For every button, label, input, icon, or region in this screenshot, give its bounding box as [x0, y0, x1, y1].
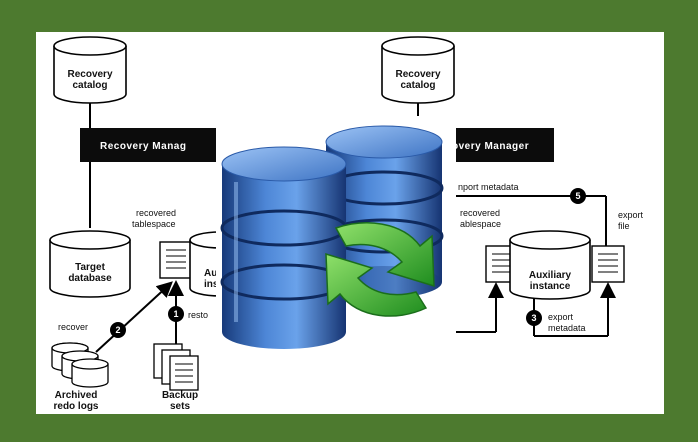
export-file-label-1: export — [618, 210, 644, 220]
sync-arrows-icon — [325, 222, 435, 317]
left-recovered-tablespace-file-icon — [159, 241, 193, 279]
backup-label-1: Backup — [162, 390, 198, 401]
right-recovery-manager-bar — [440, 128, 554, 162]
left-recovery-catalog-cylinder: Recovery catalog — [53, 36, 127, 104]
recover-arrow — [95, 281, 173, 353]
step-5-badge — [570, 188, 586, 204]
right-recovery-catalog-label-1: Recovery — [395, 69, 440, 80]
left-auxiliary-label-1: Au — [204, 268, 217, 279]
step-5-number: 5 — [575, 191, 580, 201]
backup-recovery-diagram: Recovery catalog Recovery Manag Target d… — [49, 36, 644, 412]
diagram-canvas: Recovery catalog Recovery Manag Target d… — [36, 32, 664, 414]
step-3-badge — [526, 310, 542, 326]
recover-label: recover — [58, 322, 88, 332]
backup-sets-icon — [153, 343, 199, 391]
right-diagram: Recovery catalog overy Manager nport met… — [381, 36, 644, 337]
left-tablespace-label-2: tablespace — [132, 219, 176, 229]
step-1-number: 1 — [173, 309, 178, 319]
step-1-badge — [168, 306, 184, 322]
left-recovery-catalog-label-1: Recovery — [67, 69, 112, 80]
backup-label-2: sets — [170, 401, 190, 412]
import-metadata-label: nport metadata — [458, 182, 519, 192]
export-metadata-label-1: export — [548, 312, 574, 322]
restore-label: resto — [188, 310, 208, 320]
left-recovery-catalog-label-2: catalog — [72, 80, 107, 91]
left-recovered-label-1: recovered — [136, 208, 176, 218]
right-tablespace-label-2: ablespace — [460, 219, 501, 229]
archived-redo-logs-icon — [51, 342, 109, 388]
target-database-label-1: Target — [75, 262, 105, 273]
step-2-badge — [110, 322, 126, 338]
right-recovered-label-1: recovered — [460, 208, 500, 218]
right-auxiliary-label-2: instance — [530, 281, 571, 292]
right-recovery-catalog-label-2: catalog — [400, 80, 435, 91]
right-auxiliary-instance-cylinder: Auxiliary instance — [509, 230, 591, 300]
step-3-number: 3 — [531, 313, 536, 323]
right-recovery-catalog-cylinder: Recovery catalog — [381, 36, 455, 104]
step-2-number: 2 — [115, 325, 120, 335]
export-file-label-2: file — [618, 221, 630, 231]
right-auxiliary-label-1: Auxiliary — [529, 270, 572, 281]
target-database-label-2: database — [68, 273, 112, 284]
target-database-cylinder: Target database — [49, 230, 131, 298]
export-file-icon — [591, 245, 625, 283]
left-recovery-manager-label: Recovery Manag — [100, 141, 186, 152]
database-sync-icon — [216, 116, 456, 356]
export-metadata-label-2: metadata — [548, 323, 586, 333]
left-auxiliary-label-2: ins — [204, 279, 219, 290]
archived-label-2: redo logs — [53, 401, 98, 412]
archived-label-1: Archived — [55, 390, 98, 401]
database-cylinder-front — [220, 146, 348, 349]
right-recovery-manager-label: overy Manager — [452, 141, 529, 152]
